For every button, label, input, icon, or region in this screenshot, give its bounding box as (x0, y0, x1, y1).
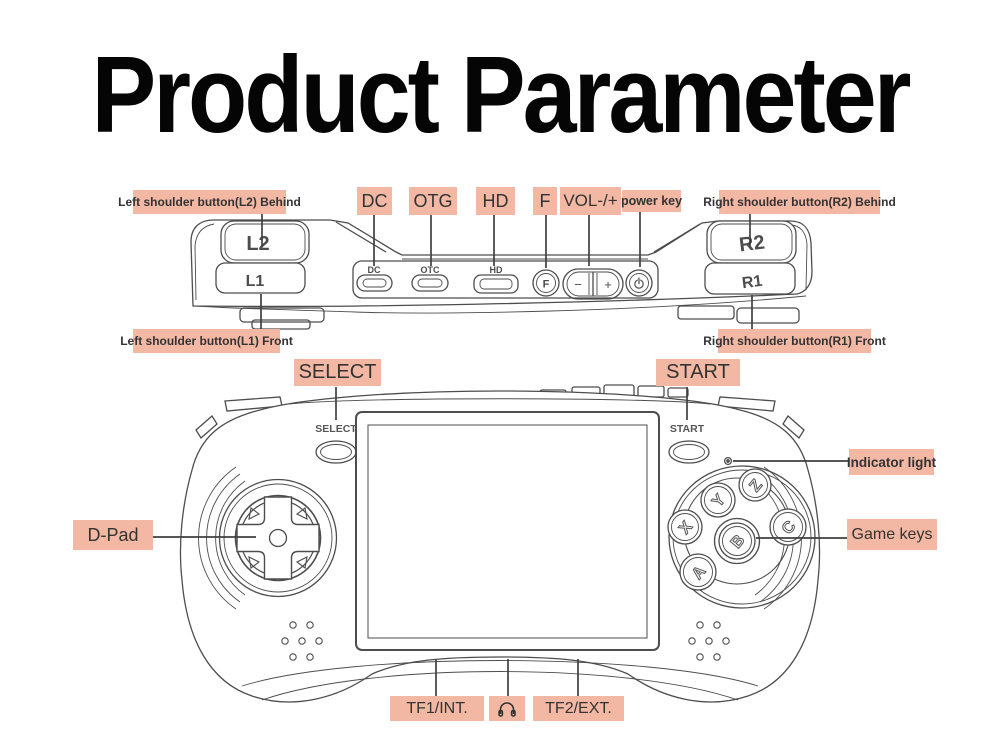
otg-port: OTC (411, 265, 449, 292)
svg-text:L1: L1 (246, 273, 265, 290)
left-grip-arc-1 (215, 480, 246, 596)
callout-r2-behind: Right shoulder button(R2) Behind (703, 190, 896, 214)
hd-port: HD (473, 265, 519, 294)
svg-text:SELECT: SELECT (315, 423, 357, 435)
left-cap-line (194, 223, 215, 301)
callout-hd: HD (476, 187, 515, 215)
game-key-z: Z (738, 468, 772, 502)
left-edge-notch (195, 415, 218, 439)
game-key-b: B (713, 517, 761, 565)
bottom-fold-1 (241, 660, 759, 687)
r2-button: R2 (706, 220, 797, 264)
game-keys: Z Y X C (667, 465, 816, 609)
callout-l2-behind: Left shoulder button(L2) Behind (118, 190, 301, 214)
right-speaker-holes (688, 621, 730, 661)
volume-rocker: − + (562, 268, 624, 300)
right-edge-notch (782, 415, 805, 439)
dc-port: DC (356, 265, 393, 292)
callout-l1-front: Left shoulder button(L1) Front (120, 329, 293, 353)
d-pad-arrow-sw (248, 556, 261, 569)
left-foot (239, 307, 325, 323)
svg-text:START: START (670, 423, 705, 435)
callout-tf2: TF2/EXT. (533, 696, 624, 721)
left-speaker-holes (281, 621, 323, 661)
callout-otg: OTG (409, 187, 457, 215)
game-key-x: X (667, 509, 703, 545)
headphone-icon (498, 701, 516, 717)
top-edge-inner-line (289, 398, 711, 405)
page-title: Product Parameter (91, 33, 912, 156)
bottom-fold-2 (261, 671, 739, 701)
d-pad-arrow-nw (248, 507, 261, 520)
svg-text:L2: L2 (246, 233, 269, 255)
callout-tf1: TF1/INT. (390, 696, 484, 721)
l1-button: L1 (215, 262, 306, 294)
callout-select: SELECT (294, 359, 381, 386)
indicator-light (723, 456, 733, 466)
svg-text:+: + (604, 277, 612, 292)
callout-game-keys: Game keys (847, 519, 937, 550)
svg-text:R2: R2 (738, 232, 766, 257)
ports-recess (352, 260, 659, 299)
svg-text:R1: R1 (741, 273, 763, 292)
callout-power-key: power key (621, 190, 682, 212)
callout-r1-front: Right shoulder button(R1) Front (703, 329, 886, 353)
front-view-drawing: SELECT START (179, 384, 821, 703)
right-foot-inner (736, 307, 800, 324)
left-grip-arc-2 (206, 473, 241, 603)
left-grip-arc-3 (198, 466, 237, 610)
top-view-drawing: L2 L1 R2 R1 DC (190, 219, 813, 330)
game-key-c: C (769, 508, 807, 546)
r1-button: R1 (704, 262, 796, 295)
svg-text:DC: DC (368, 265, 381, 275)
callout-dpad: D-Pad (73, 520, 153, 550)
left-foot-inner (251, 319, 311, 330)
power-button (625, 269, 653, 297)
game-key-a: A (679, 553, 717, 591)
d-pad-arrow-se (295, 556, 308, 569)
callout-start: START (656, 359, 740, 386)
start-button: START (668, 423, 710, 464)
callout-dc: DC (357, 187, 392, 215)
d-pad-arrow-ne (295, 507, 308, 520)
f-button: F (532, 269, 560, 297)
svg-text:F: F (543, 279, 550, 291)
d-pad (218, 478, 338, 598)
top-view-body (190, 219, 813, 308)
left-bevel-line (335, 221, 387, 253)
select-button: SELECT (315, 423, 357, 464)
right-bevel-line (653, 223, 701, 253)
svg-text:OTC: OTC (421, 265, 440, 275)
callout-headphone (489, 696, 525, 721)
svg-text:HD: HD (490, 265, 503, 275)
right-foot (677, 305, 735, 320)
callout-indicator-light: Indicator light (847, 449, 936, 475)
l2-button: L2 (220, 220, 310, 264)
d-pad-center (268, 528, 288, 548)
svg-text:−: − (574, 277, 582, 292)
callout-volume: VOL-/+ (560, 187, 621, 215)
d-pad-cross (236, 496, 320, 580)
callout-f: F (533, 187, 557, 215)
game-key-y: Y (700, 482, 736, 518)
bottom-fold-line (195, 295, 807, 314)
screen (355, 411, 660, 651)
leader-lines (153, 212, 849, 696)
